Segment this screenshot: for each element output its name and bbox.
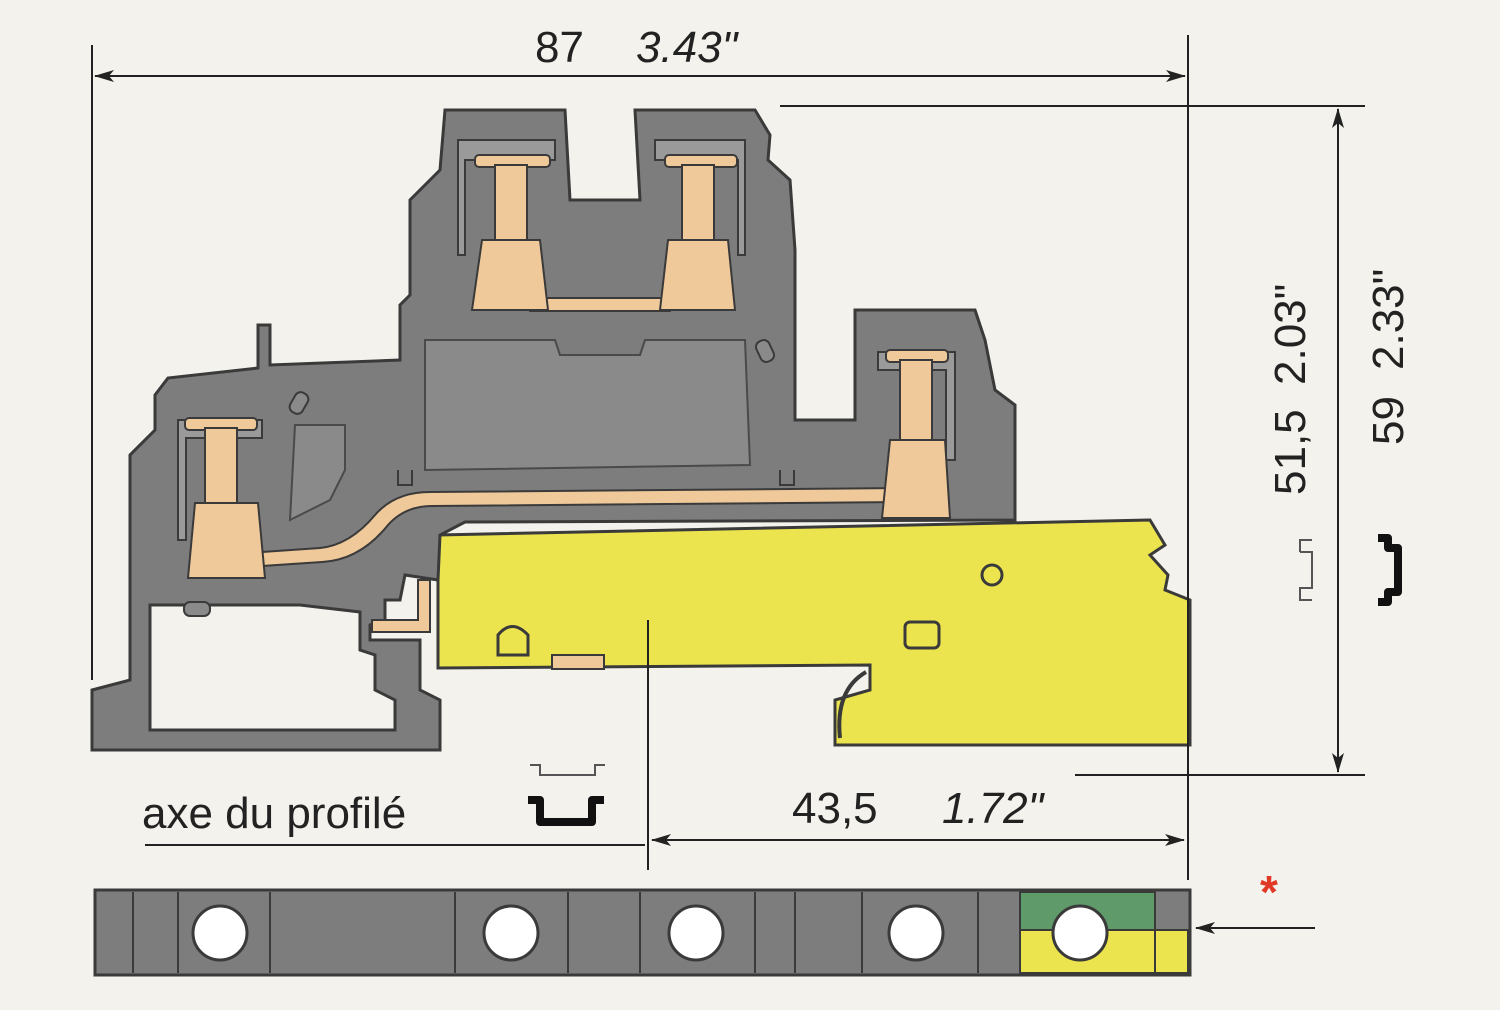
- width-in: 3.43": [636, 23, 740, 72]
- offset-mm: 43,5: [792, 784, 878, 833]
- foot-slot: [903, 620, 941, 650]
- rail-profile-outline-icon: [530, 764, 605, 776]
- marker-asterisk: *: [1260, 866, 1278, 918]
- terminal-top-left: [457, 139, 556, 311]
- earth-foot: [436, 518, 1192, 747]
- height-large-in: 2.33": [1364, 269, 1413, 370]
- screw-hole: [482, 904, 540, 962]
- top-view-dividers: [132, 892, 1156, 973]
- housing-inner-panel: [424, 339, 752, 472]
- screw-hole: [191, 904, 249, 962]
- height-small-in: 2.03": [1266, 284, 1315, 385]
- housing-slot: [288, 391, 310, 415]
- width-mm: 87: [535, 23, 584, 72]
- housing-left-panel: [288, 424, 346, 522]
- offset-in: 1.72": [942, 784, 1046, 833]
- height-small-mm: 51,5: [1266, 409, 1315, 495]
- screw-hole: [667, 904, 725, 962]
- rail-profile-small-icon: [1299, 539, 1313, 601]
- rail-notch: [397, 470, 413, 486]
- rail-notch: [779, 470, 795, 486]
- terminal-right: [877, 349, 956, 519]
- foot-contact: [551, 654, 605, 670]
- top-view-strip: [93, 888, 1192, 977]
- terminal-left: [177, 417, 267, 579]
- foot-spring: [837, 670, 868, 739]
- housing-slot: [183, 601, 211, 617]
- housing-slot: [754, 339, 776, 363]
- height-large-mm: 59: [1364, 396, 1413, 445]
- foot-hole-small: [980, 563, 1004, 587]
- rail-profile-icon: [528, 796, 604, 826]
- screw-hole: [887, 904, 945, 962]
- bus-bar-upper: [529, 297, 671, 312]
- bus-bar-foot-link: [371, 579, 431, 633]
- rail-profile-large-icon: [1378, 534, 1402, 606]
- foot-latch: [496, 625, 530, 657]
- axis-label: axe du profilé: [142, 789, 406, 838]
- terminal-top-right: [654, 139, 746, 311]
- screw-hole: [1051, 904, 1109, 962]
